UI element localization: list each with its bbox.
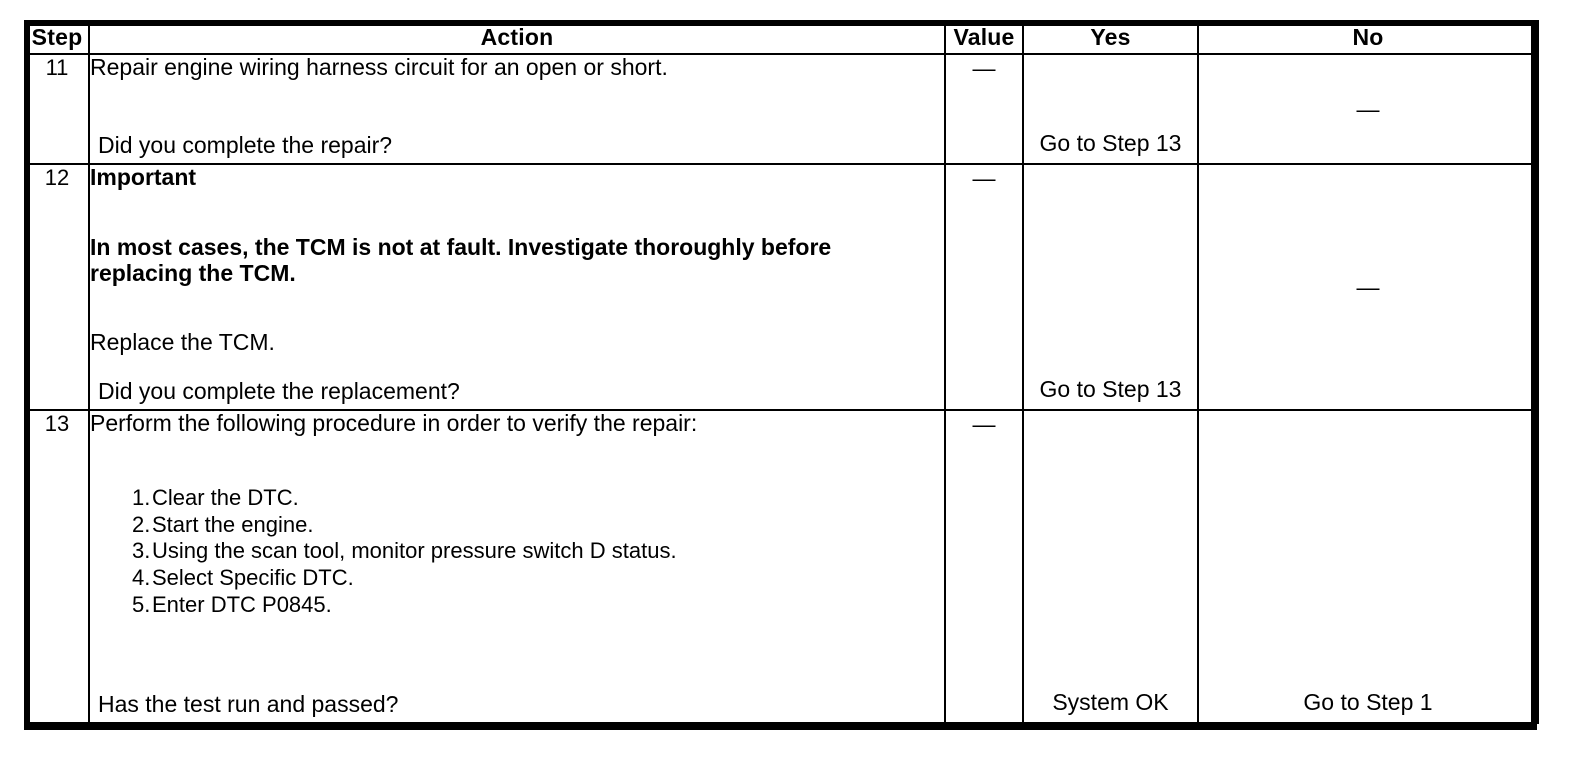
no-cell: — — [1197, 53, 1539, 165]
yes-cell: Go to Step 13 — [1022, 53, 1199, 165]
procedure-list: 1. Clear the DTC. 2. Start the engine. 3… — [90, 485, 944, 619]
list-item: 1. Clear the DTC. — [90, 485, 944, 512]
list-item-number: 5. — [132, 592, 151, 618]
action-question: Did you complete the replacement? — [98, 378, 460, 405]
step-number-cell: 13 — [24, 409, 90, 724]
list-item-number: 4. — [132, 565, 151, 591]
no-answer-text: Go to Step 1 — [1303, 689, 1433, 715]
list-item-text: Using the scan tool, monitor pressure sw… — [152, 538, 677, 564]
no-cell: — — [1197, 163, 1539, 411]
value-cell: — — [944, 409, 1024, 724]
list-item-number: 3. — [132, 538, 151, 564]
action-intro: Perform the following procedure in order… — [90, 410, 698, 436]
spacer — [90, 191, 944, 235]
value-cell: — — [944, 163, 1024, 411]
table-frame-bottom — [24, 724, 1537, 730]
list-item-text: Start the engine. — [152, 511, 314, 537]
no-cell: Go to Step 1 — [1197, 409, 1539, 724]
action-text-line: Repair engine wiring harness circuit for… — [90, 54, 668, 80]
table-row: 11 Repair engine wiring harness circuit … — [24, 53, 1539, 165]
yes-answer-text: Go to Step 13 — [1039, 130, 1182, 156]
action-instruction: Replace the TCM. — [90, 329, 275, 356]
table-row: 13 Perform the following procedure in or… — [24, 409, 1539, 724]
spacer — [90, 437, 944, 485]
diagnostic-procedure-table: Step Action Value Yes No 11 Repair engin… — [24, 20, 1539, 724]
table-row: 12 Important In most cases, the TCM is n… — [24, 163, 1539, 411]
list-item-number: 2. — [132, 511, 151, 537]
list-item-text: Clear the DTC. — [152, 484, 299, 510]
list-item: 2. Start the engine. — [90, 512, 944, 539]
yes-answer-text: System OK — [1052, 689, 1169, 715]
important-text-line-2: replacing the TCM. — [90, 259, 296, 286]
yes-answer-text: Go to Step 13 — [1039, 376, 1182, 402]
table-frame-left — [24, 20, 30, 730]
list-item-number: 1. — [132, 484, 151, 510]
list-item-text: Select Specific DTC. — [152, 565, 354, 591]
yes-cell: System OK — [1022, 409, 1199, 724]
value-cell: — — [944, 53, 1024, 165]
list-item: 5. Enter DTC P0845. — [90, 592, 944, 619]
list-item: 3. Using the scan tool, monitor pressure… — [90, 538, 944, 565]
spacer — [90, 286, 944, 330]
table-frame-right — [1531, 20, 1537, 730]
action-cell: Perform the following procedure in order… — [88, 409, 946, 724]
step-number-cell: 11 — [24, 53, 90, 165]
list-item-text: Enter DTC P0845. — [152, 592, 332, 618]
action-cell: Important In most cases, the TCM is not … — [88, 163, 946, 411]
action-question: Did you complete the repair? — [98, 132, 393, 159]
action-question: Has the test run and passed? — [98, 691, 399, 718]
list-item: 4. Select Specific DTC. — [90, 565, 944, 592]
important-label: Important — [90, 164, 197, 190]
action-cell: Repair engine wiring harness circuit for… — [88, 53, 946, 165]
yes-cell: Go to Step 13 — [1022, 163, 1199, 411]
step-number-cell: 12 — [24, 163, 90, 411]
important-text-line-1: In most cases, the TCM is not at fault. … — [90, 233, 832, 260]
table-frame-top — [24, 20, 1537, 26]
